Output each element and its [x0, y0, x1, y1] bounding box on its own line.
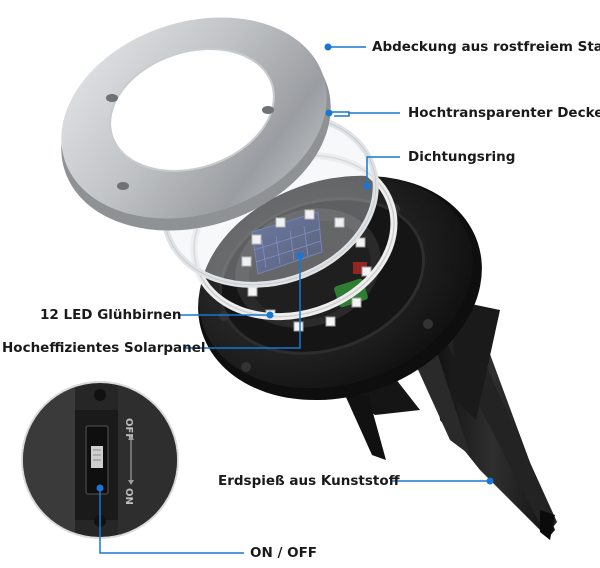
- led-bulbs: [241, 209, 372, 332]
- ground-spike: [335, 300, 557, 540]
- callout-lines: [99, 46, 490, 554]
- steel-cover: [61, 17, 331, 231]
- label-seal: Dichtungsring: [408, 149, 516, 165]
- label-spike: Erdspieß aus Kunststoff: [218, 473, 400, 489]
- callout-dots: [96, 43, 494, 492]
- label-cover: Abdeckung aus rostfreiem Stahl: [372, 39, 600, 55]
- label-solar: Hocheffizientes Solarpanel: [2, 340, 206, 356]
- label-lid: Hochtransparenter Deckel: [408, 105, 600, 121]
- switch-on-text: ON: [123, 488, 134, 505]
- switch-off-text: OFF: [123, 418, 134, 440]
- label-leds: 12 LED Glühbirnen: [40, 307, 182, 323]
- toggle-switch-icon: [91, 446, 103, 468]
- label-switch: ON / OFF: [250, 545, 318, 561]
